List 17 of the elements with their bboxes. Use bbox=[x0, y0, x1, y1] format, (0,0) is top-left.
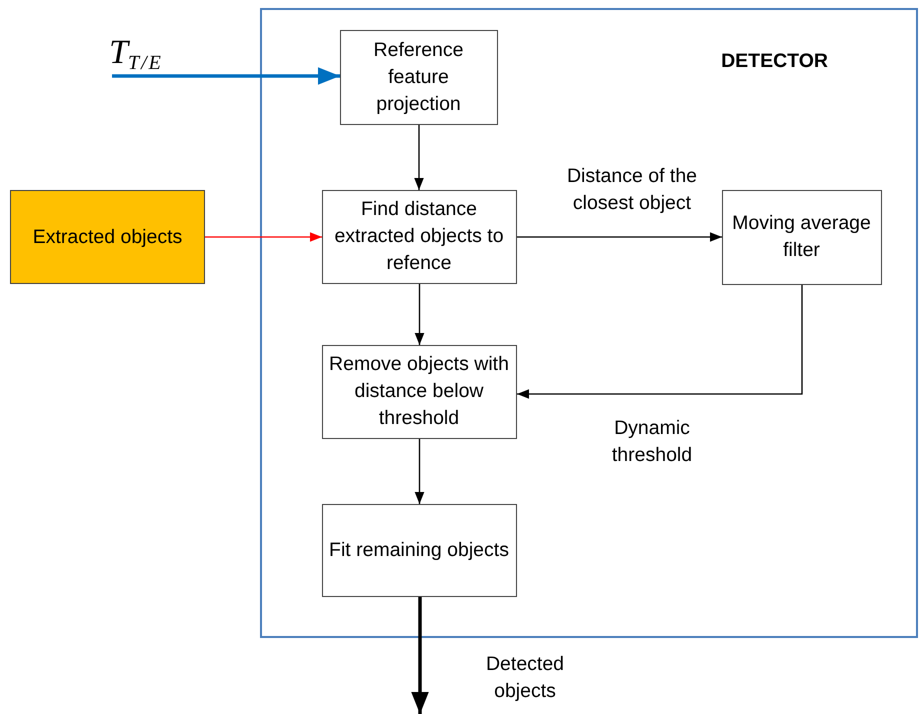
arrow bbox=[517, 232, 722, 242]
process-box: Fit remaining objects bbox=[322, 504, 516, 596]
arrow bbox=[112, 67, 340, 85]
transform-symbol: T$_{T/E}$ bbox=[108, 35, 164, 76]
process-box: Moving average filter bbox=[722, 190, 882, 284]
process-box: Extracted objects bbox=[10, 190, 205, 284]
process-box: Find distance extracted objects to refence bbox=[322, 190, 516, 284]
process-box: Reference feature projection bbox=[340, 30, 498, 124]
arrow bbox=[414, 125, 424, 190]
arrow bbox=[411, 597, 429, 714]
arrow bbox=[205, 232, 322, 242]
process-box: Remove objects with distance below threshold bbox=[322, 344, 516, 438]
arrow bbox=[414, 439, 424, 504]
detector-heading: DETECTOR bbox=[721, 50, 828, 73]
arrow bbox=[517, 285, 803, 399]
arrow bbox=[414, 284, 424, 345]
detector-frame bbox=[260, 8, 918, 638]
